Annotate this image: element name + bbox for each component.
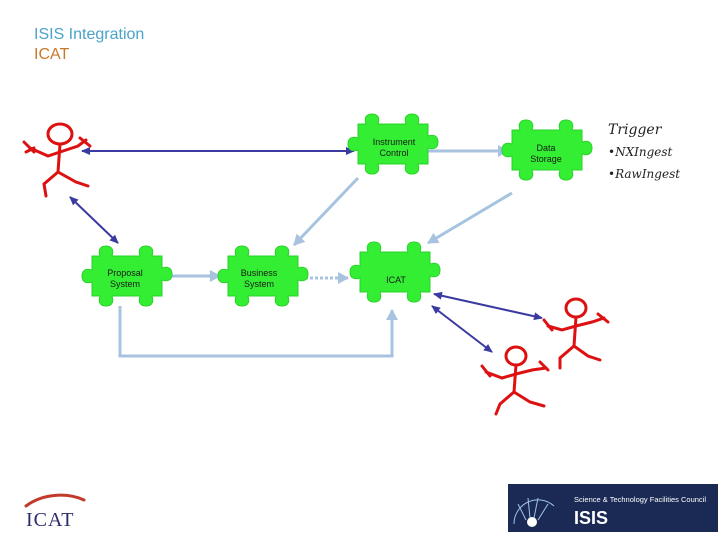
proposal-system-label-2: System [110, 279, 140, 289]
icat-swoosh-icon: ICAT [24, 493, 86, 531]
data-storage-label-1: Data [536, 143, 555, 153]
proposal-system-label-1: Proposal [107, 268, 143, 278]
icat-logo-text: ICAT [26, 509, 74, 530]
person-proposal-link [69, 196, 119, 244]
instrument-control-piece: Instrument Control [347, 113, 439, 175]
nxingest-note: •NXIngest [608, 145, 673, 159]
business-system-piece: Business System [217, 245, 309, 307]
icat-users-link-lower [431, 305, 493, 353]
icat-logo: ICAT [22, 490, 92, 531]
stfc-text: Science & Technology Facilities Council [574, 495, 706, 504]
connectors [69, 145, 543, 358]
data-storage-label-2: Storage [530, 154, 562, 164]
icat-piece-label: ICAT [386, 275, 406, 285]
isis-text: ISIS [574, 508, 608, 528]
slide-subtitle: ICAT [34, 46, 70, 63]
person-icon-2 [542, 297, 610, 370]
business-system-label-2: System [244, 279, 274, 289]
storage-icat-arrow [427, 191, 513, 245]
slide-title: ISIS Integration [34, 26, 145, 43]
person-icon-3 [480, 345, 550, 416]
proposal-system-piece: Proposal System [81, 245, 173, 307]
rawingest-note: •RawIngest [608, 167, 680, 181]
proposal-icat-loop [118, 306, 398, 358]
icat-users-link-upper [433, 291, 543, 321]
stfc-isis-logo: Science & Technology Facilities Council … [508, 484, 718, 532]
instrument-control-label-2: Control [379, 148, 408, 158]
person-icon [22, 122, 92, 198]
instrument-control-label-1: Instrument [373, 137, 416, 147]
icat-piece: ICAT [349, 241, 441, 303]
isis-emblem-icon: Science & Technology Facilities Council … [513, 495, 706, 528]
trigger-note: Trigger [608, 122, 663, 138]
business-system-label-1: Business [241, 268, 278, 278]
instrument-business-arrow [292, 176, 360, 247]
data-storage-piece: Data Storage [501, 119, 593, 181]
